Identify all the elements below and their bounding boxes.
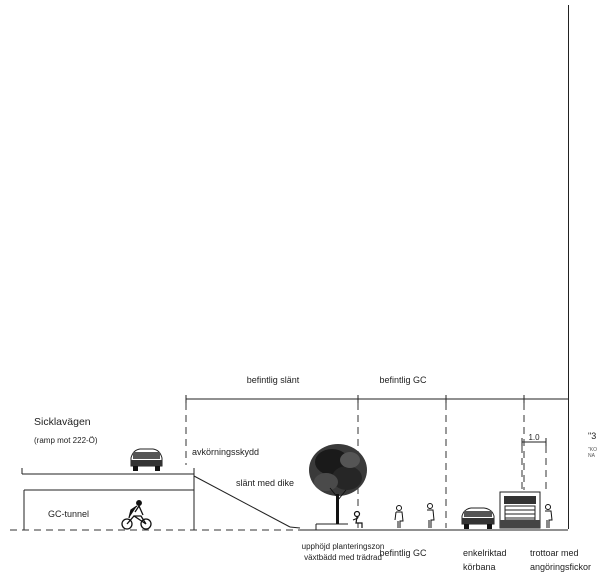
label-korbana: körbana: [463, 562, 496, 572]
slope-foot: [289, 526, 301, 529]
sitting-person-icon: [352, 510, 363, 528]
label-gc-tunnel: GC-tunnel: [48, 509, 90, 519]
label-slant-med-dike: slänt med dike: [236, 478, 295, 488]
car-on-bridge-icon: [130, 448, 163, 471]
label-vaxtbadd: växtbädd med trädrad: [304, 553, 382, 562]
label-befintlig-gc-top: befintlig GC: [379, 375, 427, 385]
label-cut-note-2: NA: [588, 453, 595, 459]
label-befintlig-slant: befintlig slänt: [246, 375, 300, 385]
tree-icon: [309, 444, 367, 524]
label-ramp: (ramp mot 222-Ö): [34, 436, 98, 445]
slope-line: [193, 475, 291, 528]
label-enkelriktad: enkelriktad: [463, 548, 507, 558]
label-trottoar: trottoar med: [530, 548, 579, 558]
cyclist-icon: [121, 500, 152, 530]
truck-icon: [499, 491, 541, 529]
label-sicklavagen: Sicklavägen: [34, 416, 91, 428]
label-cut-title: "3: [588, 431, 597, 441]
label-avkorningsskydd: avkörningsskydd: [192, 447, 260, 457]
label-angoringsfickor: angöringsfickor: [530, 562, 592, 572]
label-upphojd-planteringszon: upphöjd planteringszon: [301, 542, 385, 551]
pedestrian-icon: [394, 505, 404, 528]
pedestrian-icon: [545, 504, 553, 528]
label-cut-note-1: "KO: [588, 447, 597, 453]
pedestrian-icon: [427, 503, 435, 528]
label-befintlig-gc-bottom: befintlig GC: [379, 548, 427, 558]
car-icon: [461, 507, 495, 529]
label-dimension-1-0: 1.0: [528, 433, 540, 442]
